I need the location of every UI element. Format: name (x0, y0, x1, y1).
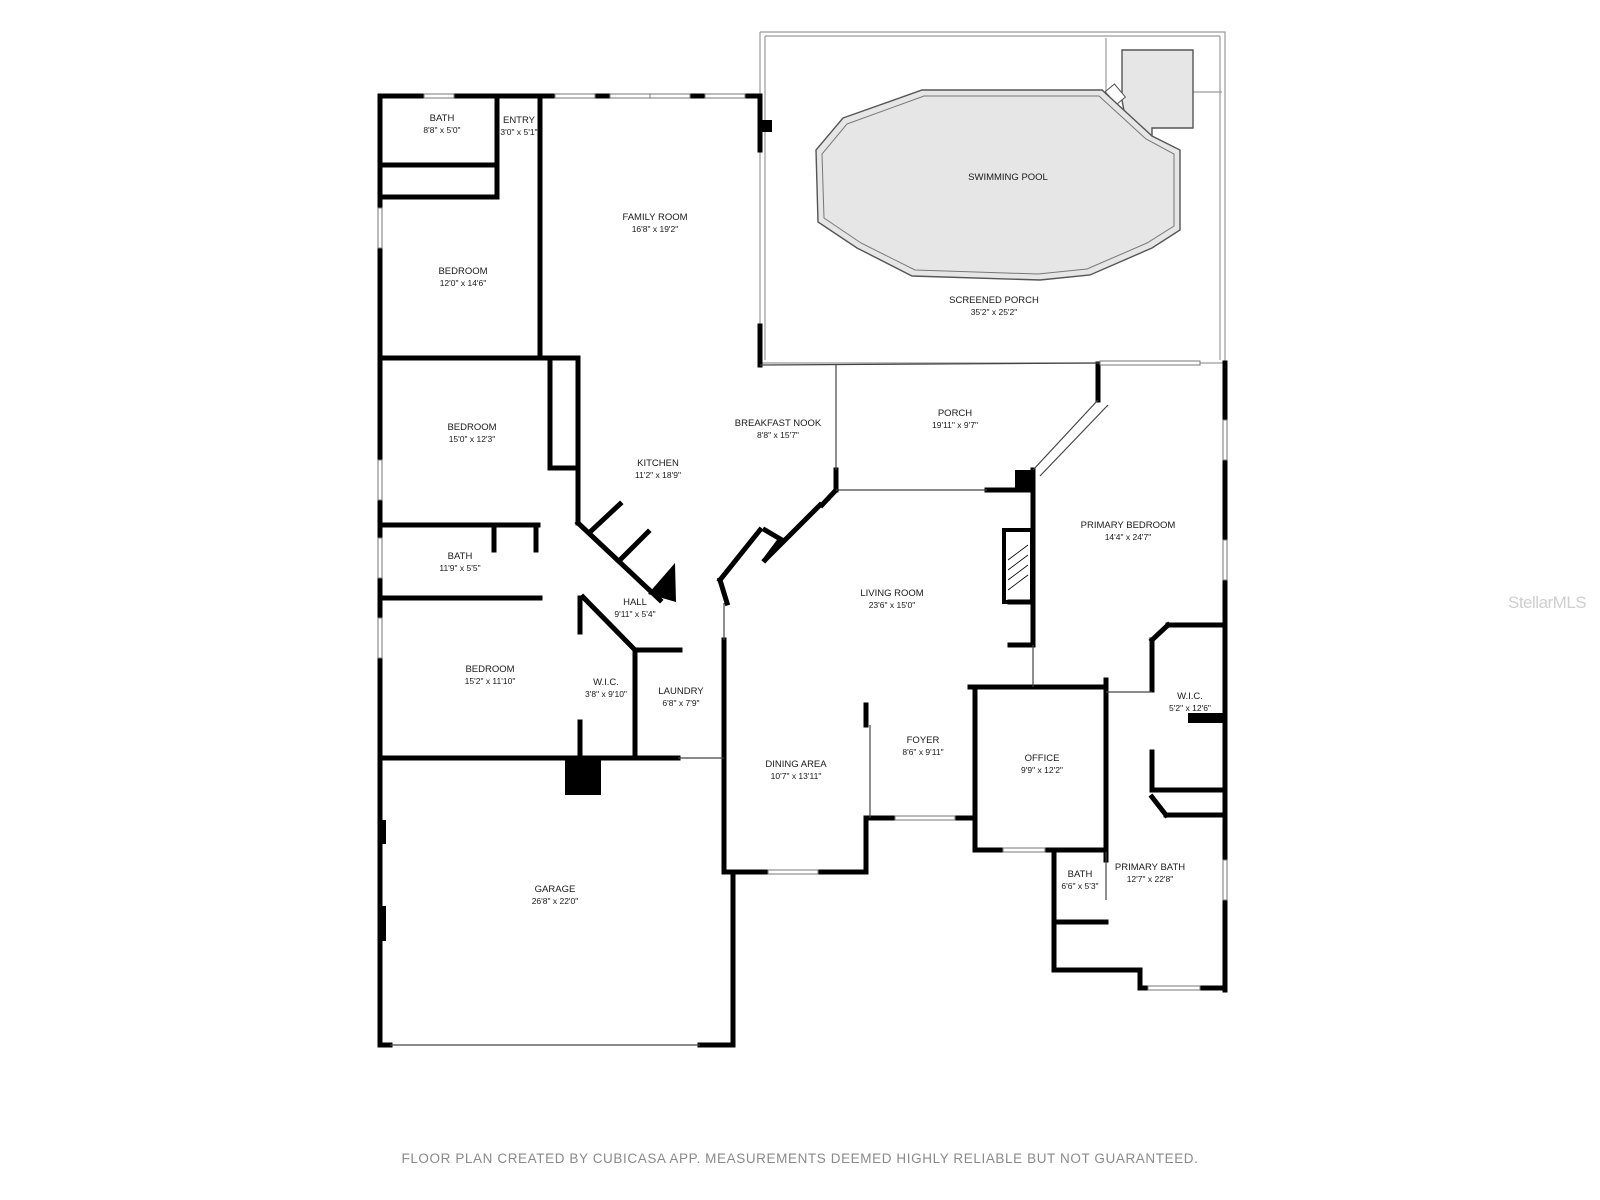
svg-text:BREAKFAST NOOK: BREAKFAST NOOK (735, 418, 822, 429)
label-wic-1: W.I.C.3'8" x 9'10" (585, 677, 627, 699)
svg-text:BATH: BATH (430, 113, 455, 124)
svg-text:ENTRY: ENTRY (503, 115, 536, 126)
svg-text:BEDROOM: BEDROOM (447, 422, 496, 433)
svg-text:PORCH: PORCH (938, 408, 972, 419)
svg-text:LAUNDRY: LAUNDRY (658, 686, 704, 697)
svg-text:15'2" x 11'10": 15'2" x 11'10" (465, 676, 516, 686)
svg-text:11'9" x 5'5": 11'9" x 5'5" (439, 563, 480, 573)
svg-text:3'0" x 5'1": 3'0" x 5'1" (500, 127, 537, 137)
thin-lines (390, 362, 1152, 1046)
svg-text:W.I.C.: W.I.C. (1177, 691, 1203, 702)
svg-text:14'4" x 24'7": 14'4" x 24'7" (1105, 532, 1152, 542)
svg-text:FAMILY ROOM: FAMILY ROOM (622, 212, 687, 223)
svg-text:6'8" x 7'9": 6'8" x 7'9" (662, 698, 699, 708)
garage-column (565, 757, 601, 795)
svg-text:HALL: HALL (623, 597, 647, 608)
svg-text:3'8" x 9'10": 3'8" x 9'10" (585, 689, 627, 699)
swimming-pool (815, 89, 1181, 281)
svg-text:SCREENED PORCH: SCREENED PORCH (949, 295, 1039, 306)
svg-text:GARAGE: GARAGE (535, 884, 576, 895)
svg-text:BATH: BATH (1068, 869, 1093, 880)
watermark-logo: StellarMLS (1508, 593, 1587, 612)
svg-text:OFFICE: OFFICE (1025, 753, 1060, 764)
svg-text:10'7" x 13'11": 10'7" x 13'11" (771, 771, 822, 781)
windows (377, 93, 1228, 991)
fireplace (1002, 528, 1034, 604)
svg-text:W.I.C.: W.I.C. (593, 677, 619, 688)
svg-text:12'7" x 22'8": 12'7" x 22'8" (1127, 874, 1174, 884)
svg-text:KITCHEN: KITCHEN (637, 458, 679, 469)
label-wic-2: W.I.C.5'2" x 12'6" (1169, 691, 1211, 713)
svg-text:8'8" x 5'0": 8'8" x 5'0" (423, 125, 460, 135)
svg-text:SWIMMING POOL: SWIMMING POOL (968, 172, 1048, 183)
svg-text:26'8" x 22'0": 26'8" x 22'0" (532, 896, 579, 906)
svg-text:BEDROOM: BEDROOM (438, 266, 487, 277)
disclaimer-text: FLOOR PLAN CREATED BY CUBICASA APP. MEAS… (401, 1151, 1199, 1166)
svg-text:8'6" x 9'11": 8'6" x 9'11" (902, 747, 943, 757)
svg-text:11'2" x 18'9": 11'2" x 18'9" (635, 470, 681, 480)
svg-text:LIVING ROOM: LIVING ROOM (860, 588, 923, 599)
kitchen-corner-block (648, 563, 676, 602)
svg-text:16'8" x 19'2": 16'8" x 19'2" (632, 224, 679, 234)
svg-text:19'11" x 9'7": 19'11" x 9'7" (932, 420, 978, 430)
svg-text:9'11" x 5'4": 9'11" x 5'4" (614, 609, 655, 619)
svg-text:12'0" x 14'6": 12'0" x 14'6" (440, 278, 487, 288)
svg-text:35'2" x 25'2": 35'2" x 25'2" (971, 307, 1018, 317)
label-swimming-pool: SWIMMING POOL (968, 172, 1048, 183)
swimming-pool-edge (821, 95, 1175, 275)
svg-text:9'9" x 12'2": 9'9" x 12'2" (1021, 765, 1063, 775)
svg-text:23'6" x 15'0": 23'6" x 15'0" (869, 600, 916, 610)
svg-text:PRIMARY BATH: PRIMARY BATH (1115, 862, 1185, 873)
svg-text:8'8" x 15'7": 8'8" x 15'7" (757, 430, 799, 440)
svg-text:BATH: BATH (448, 551, 473, 562)
svg-text:FOYER: FOYER (907, 735, 940, 746)
svg-text:15'0" x 12'3": 15'0" x 12'3" (449, 434, 496, 444)
svg-text:DINING AREA: DINING AREA (765, 759, 827, 770)
svg-text:5'2" x 12'6": 5'2" x 12'6" (1169, 703, 1211, 713)
svg-text:BEDROOM: BEDROOM (465, 664, 514, 675)
svg-text:PRIMARY BEDROOM: PRIMARY BEDROOM (1081, 520, 1176, 531)
svg-text:6'6" x 5'3": 6'6" x 5'3" (1061, 881, 1098, 891)
